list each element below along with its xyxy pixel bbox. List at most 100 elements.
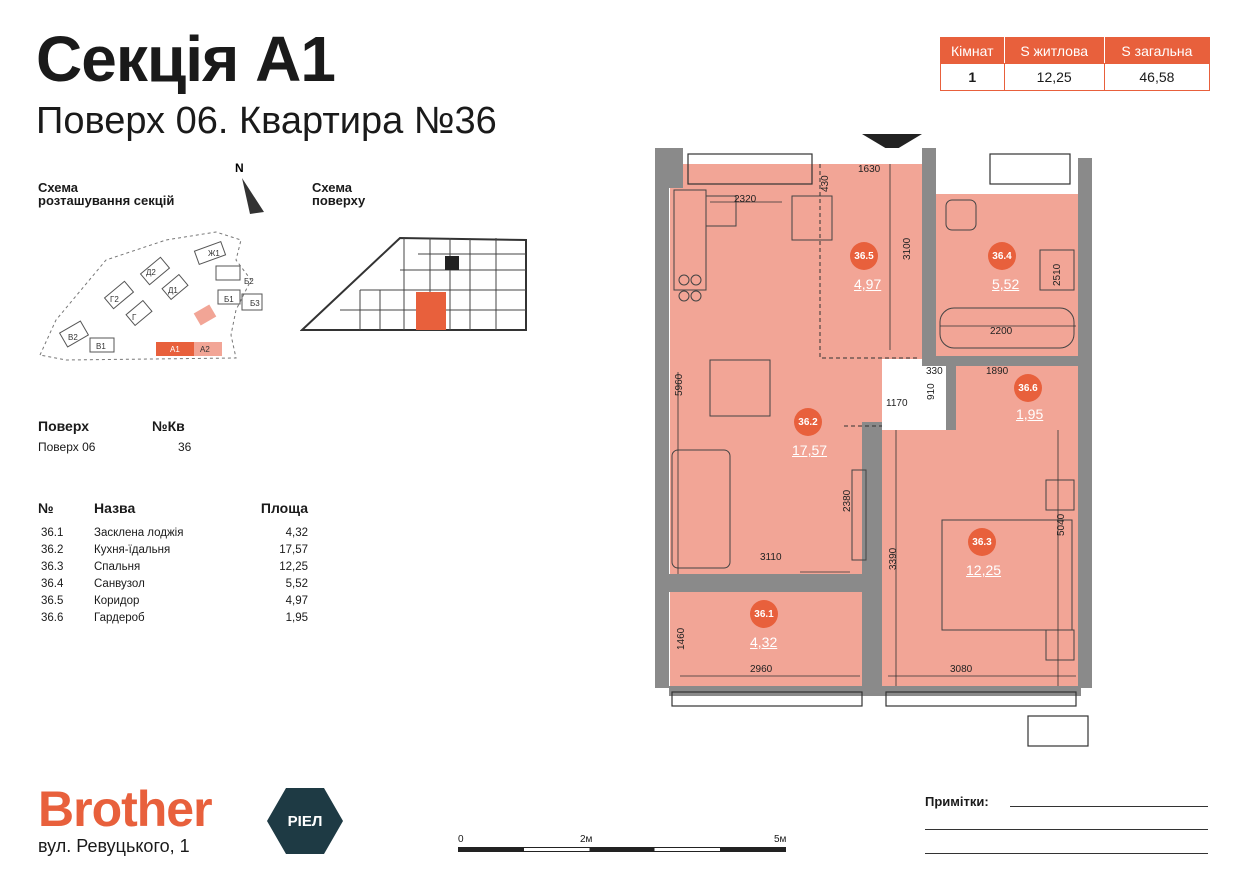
dim-label: 330 — [926, 366, 943, 377]
room-area: 5,52 — [285, 577, 308, 590]
table-row: 36.2 Кухня-їдальня 17,57 — [38, 541, 308, 558]
floor-label: Поверх — [38, 418, 89, 434]
room-num: 36.3 — [41, 560, 64, 573]
dim-label: 1890 — [986, 366, 1009, 377]
room-badge-36-4: 36.4 — [988, 242, 1016, 270]
dim-label: 5040 — [1056, 513, 1067, 536]
room-num: 36.6 — [41, 611, 64, 624]
room-badge-36-6: 36.6 — [1014, 374, 1042, 402]
page-subtitle: Поверх 06. Квартира №36 — [36, 100, 497, 142]
section-label-zh1: Ж1 — [208, 249, 220, 258]
room-num: 36.1 — [41, 526, 64, 539]
room-badge-36-2: 36.2 — [794, 408, 822, 436]
section-label-v2: В2 — [68, 333, 78, 342]
room-name: Санвузол — [94, 577, 145, 590]
room-area-36-5: 4,97 — [854, 276, 882, 292]
riel-logo: РІЕЛ — [267, 788, 343, 854]
dim-label: 2320 — [734, 194, 757, 205]
room-name: Кухня-їдальня — [94, 543, 171, 556]
room-area-36-2: 17,57 — [792, 442, 828, 458]
section-label-b2: Б2 — [244, 277, 254, 286]
apartment-plan: 36.5 4,97 36.4 5,52 36.6 1,95 36.2 17,57… — [650, 130, 1100, 750]
room-badge-36-3: 36.3 — [968, 528, 996, 556]
dim-label: 3390 — [888, 547, 899, 570]
section-label-v1: В1 — [96, 342, 106, 351]
riel-logo-text: РІЕЛ — [288, 813, 323, 830]
apt-value: 36 — [178, 440, 192, 454]
summary-value-total: 46,58 — [1103, 63, 1211, 91]
scale-label-2m: 2м — [580, 834, 593, 845]
scale-label-0: 0 — [458, 834, 464, 845]
room-area-36-3: 12,25 — [966, 562, 1002, 578]
notes-line — [925, 829, 1208, 830]
table-row: 36.4 Санвузол 5,52 — [38, 575, 308, 592]
dim-label: 1460 — [676, 627, 687, 650]
summary-header-total: S загальна — [1103, 37, 1211, 64]
page-title: Секція А1 — [36, 23, 336, 95]
north-arrow-icon — [242, 178, 264, 214]
room-name: Гардероб — [94, 611, 145, 624]
table-row: 36.6 Гардероб 1,95 — [38, 609, 308, 626]
room-num: 36.4 — [41, 577, 64, 590]
section-label-b3: Б3 — [250, 299, 260, 308]
room-area-36-4: 5,52 — [992, 276, 1020, 292]
dim-label: 1170 — [886, 398, 908, 409]
room-name: Коридор — [94, 594, 140, 607]
sections-scheme-map: N Ж1 Д2 Д1 Г2 Г Б2 Б1 Б3 В2 В1 А1 А2 — [39, 161, 264, 361]
dim-label: 2510 — [1052, 263, 1063, 286]
section-label-b1: Б1 — [224, 295, 234, 304]
dim-label: 1630 — [858, 164, 881, 175]
room-area: 4,32 — [285, 526, 308, 539]
notes-label: Примітки: — [925, 794, 989, 809]
table-row: 36.5 Коридор 4,97 — [38, 592, 308, 609]
room-num: 36.5 — [41, 594, 64, 607]
section-label-d1: Д1 — [168, 286, 178, 295]
table-row: 36.1 Засклена лоджія 4,32 — [38, 524, 308, 541]
summary-value-living: 12,25 — [1003, 63, 1105, 91]
section-label-d2: Д2 — [146, 268, 156, 277]
room-num: 36.2 — [41, 543, 64, 556]
floor-value: Поверх 06 — [38, 440, 96, 454]
rooms-header-area: Площа — [260, 500, 308, 516]
dim-label: 3110 — [760, 552, 782, 563]
room-area: 12,25 — [279, 560, 308, 573]
summary-header-rooms: Кімнат — [940, 37, 1005, 64]
dim-label: 2380 — [842, 489, 853, 512]
room-area: 1,95 — [285, 611, 308, 624]
address: вул. Ревуцького, 1 — [38, 836, 190, 856]
sections-scheme-label: Схема розташування секцій — [38, 180, 175, 208]
rooms-header-name: Назва — [94, 500, 136, 516]
dim-label: 2200 — [990, 326, 1013, 337]
room-badge-36-5: 36.5 — [850, 242, 878, 270]
rooms-header-num: № — [38, 500, 54, 516]
summary-header-living: S житлова — [1003, 37, 1105, 64]
room-name: Спальня — [94, 560, 141, 573]
notes-line — [925, 853, 1208, 854]
section-label-g: Г — [132, 313, 137, 322]
apt-label: №Кв — [152, 418, 185, 434]
floor-scheme-map — [300, 236, 527, 331]
room-area: 4,97 — [285, 594, 308, 607]
brand-logo: Brother — [38, 781, 213, 837]
dim-label: 910 — [926, 383, 937, 400]
summary-value-rooms: 1 — [940, 63, 1005, 91]
table-row: 36.3 Спальня 12,25 — [38, 558, 308, 575]
dim-label: 5960 — [674, 373, 685, 396]
north-label: N — [235, 161, 244, 175]
room-area: 17,57 — [279, 543, 308, 556]
dim-label: 3100 — [902, 237, 913, 260]
floor-scheme-label: Схема поверху — [312, 180, 366, 208]
room-area-36-6: 1,95 — [1016, 406, 1044, 422]
scale-bar: 0 2м 5м — [458, 834, 788, 856]
dim-label: 3080 — [950, 664, 973, 675]
section-label-a1: А1 — [170, 345, 180, 354]
rooms-table: № Назва Площа 36.1 Засклена лоджія 4,32 … — [38, 500, 308, 626]
room-area-36-1: 4,32 — [750, 634, 778, 650]
section-label-g2: Г2 — [110, 295, 119, 304]
summary-table: Кімнат S житлова S загальна 1 12,25 46,5… — [940, 37, 1211, 91]
notes-line — [1010, 806, 1208, 807]
room-name: Засклена лоджія — [94, 526, 184, 539]
dim-label: 430 — [820, 175, 831, 192]
dim-label: 2960 — [750, 664, 773, 675]
scale-label-5m: 5м — [774, 834, 787, 845]
